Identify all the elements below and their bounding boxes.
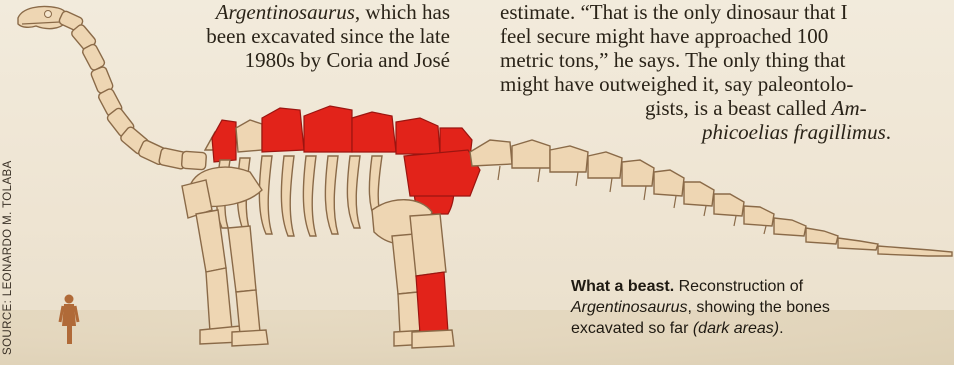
- right-line-6: phicoelias fragillimus.: [500, 120, 954, 144]
- caption-line-1: What a beast. Reconstruction of: [571, 276, 941, 297]
- human-scale-figure: [60, 295, 78, 345]
- left-line-2: been excavated since the late: [150, 24, 450, 48]
- tail-vertebrae: [470, 140, 952, 256]
- pelvis: [404, 150, 480, 196]
- right-line-4: might have outweighed it, say paleontolo…: [500, 72, 954, 96]
- figure-caption: What a beast. Reconstruction of Argentin…: [571, 276, 941, 339]
- right-line-2: feel secure might have approached 100: [500, 24, 954, 48]
- right-line-5: gists, is a beast called Am-: [500, 96, 954, 120]
- article-left-column: Argentinosaurus, which has been excavate…: [150, 0, 450, 72]
- caption-line-2: Argentinosaurus, showing the bones: [571, 297, 941, 318]
- caption-line-3: excavated so far (dark areas).: [571, 318, 941, 339]
- left-line-3: 1980s by Coria and José: [150, 48, 450, 72]
- right-line-3: metric tons,” he says. The only thing th…: [500, 48, 954, 72]
- article-right-column: estimate. “That is the only dinosaur tha…: [500, 0, 954, 144]
- left-line-1: Argentinosaurus, which has: [150, 0, 450, 24]
- right-line-1: estimate. “That is the only dinosaur tha…: [500, 0, 954, 24]
- source-credit: SOURCE: LEONARDO M. TOLABA: [2, 160, 14, 355]
